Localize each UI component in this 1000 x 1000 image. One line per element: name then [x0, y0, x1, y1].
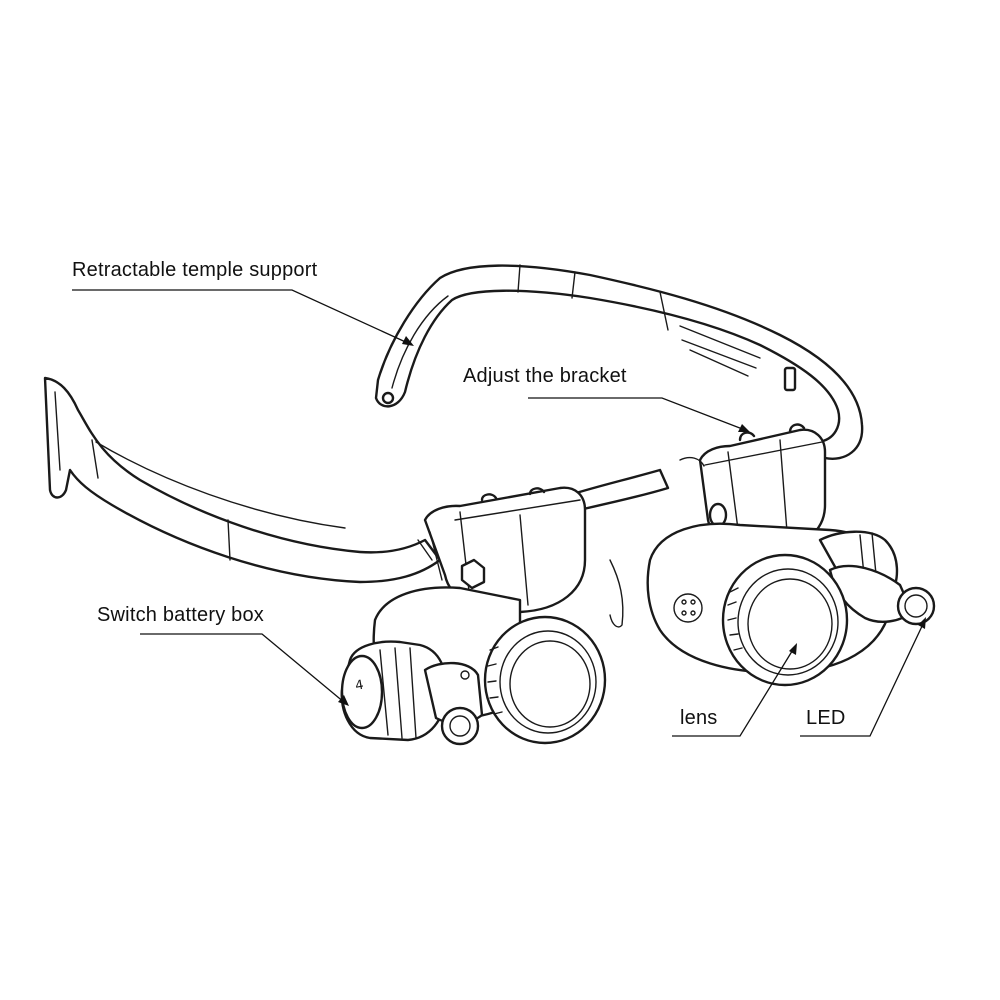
arrow-led — [918, 617, 926, 629]
front-temple-arm — [43, 376, 442, 584]
label-adjust-bracket: Adjust the bracket — [463, 365, 627, 387]
right-bracket — [679, 423, 827, 552]
leader-battery — [140, 633, 346, 704]
label-retractable-temple-support: Retractable temple support — [72, 259, 318, 281]
bridge — [558, 468, 670, 628]
leader-bracket — [528, 397, 746, 431]
label-lens: lens — [680, 707, 718, 729]
label-switch-battery-box: Switch battery box — [97, 604, 265, 626]
arrow-bracket — [738, 424, 750, 432]
leader-led — [800, 621, 925, 737]
arrow-battery — [338, 695, 349, 706]
leader-lens — [672, 647, 795, 737]
arrow-temple — [402, 336, 414, 346]
right-lens — [721, 553, 849, 687]
left-lens — [483, 615, 607, 745]
label-led: LED — [806, 707, 846, 729]
back-temple-arm — [374, 264, 864, 460]
right-led-arm — [828, 564, 936, 626]
leader-temple — [72, 289, 411, 345]
leader-lines — [72, 289, 926, 737]
left-led-arm — [423, 661, 484, 746]
arrow-lens — [789, 643, 797, 655]
svg-text:4: 4 — [354, 678, 365, 694]
left-bracket — [417, 486, 587, 614]
